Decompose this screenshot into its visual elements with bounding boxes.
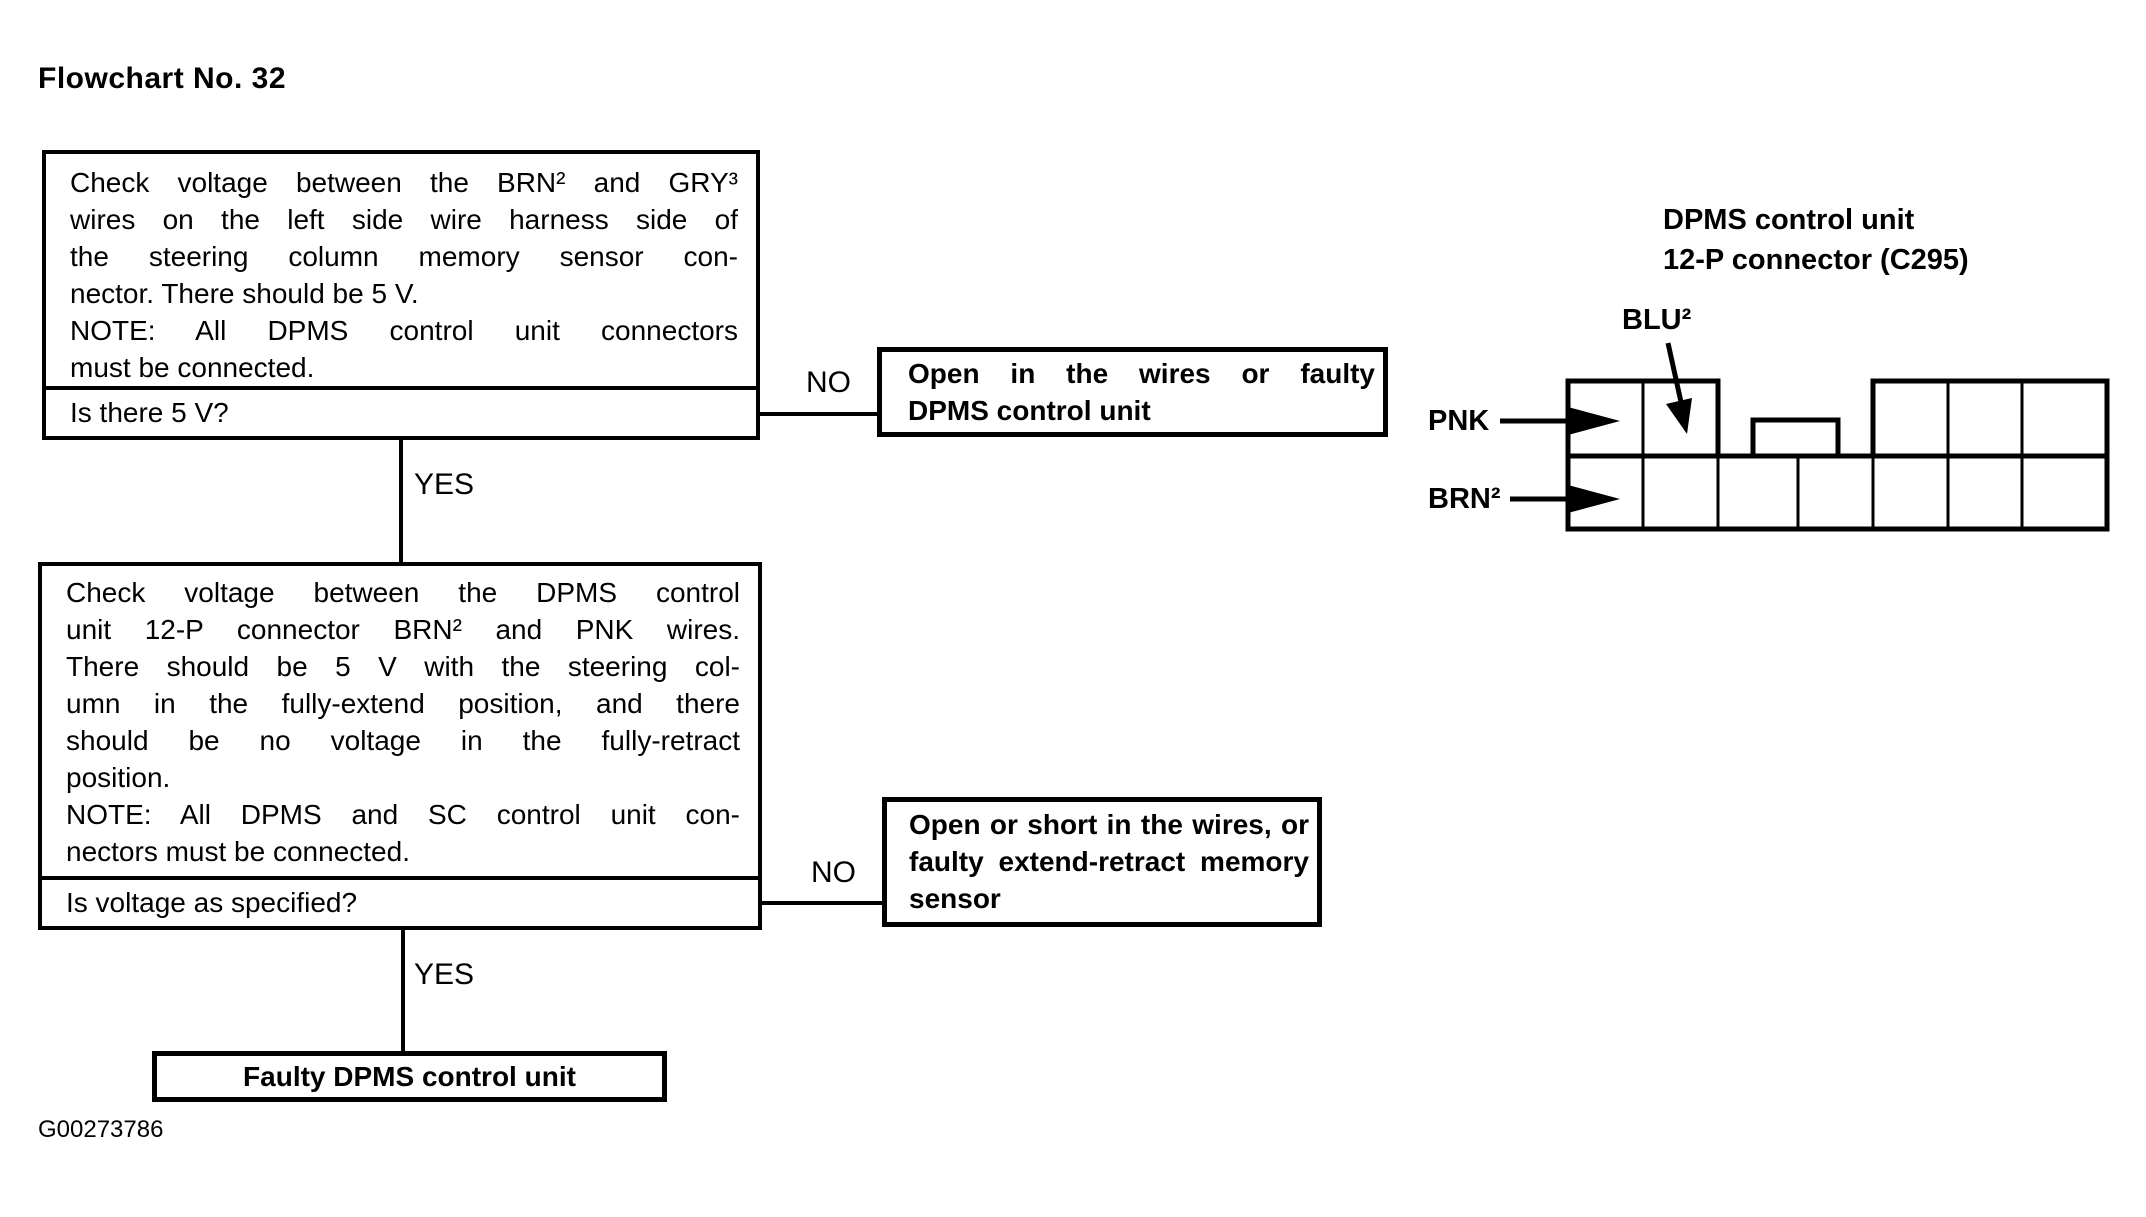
figure-id: G00273786 xyxy=(38,1116,164,1143)
no-label-1: NO xyxy=(806,366,851,399)
decision-box-2-question: Is voltage as specified? xyxy=(42,880,758,926)
question-text: Is there 5 V? xyxy=(70,397,229,428)
yes-branch-line-1 xyxy=(399,440,403,562)
yes-label-1: YES xyxy=(414,468,475,501)
pin-label-pnk: PNK xyxy=(1428,405,1490,437)
final-result-text: Faulty DPMS control unit xyxy=(243,1061,576,1092)
blu-arrow-icon xyxy=(1665,342,1692,434)
decision-box-1-question: Is there 5 V? xyxy=(46,390,756,436)
connector-diagram xyxy=(1500,342,2110,532)
yes-label-2: YES xyxy=(414,958,475,991)
pnk-arrow-icon xyxy=(1500,407,1620,435)
pin-label-brn: BRN² xyxy=(1428,483,1501,515)
no-label-2: NO xyxy=(811,856,856,889)
no-branch-line-2 xyxy=(762,901,882,905)
page-title: Flowchart No. 32 xyxy=(38,62,287,95)
question-text: Is voltage as specified? xyxy=(66,887,358,918)
brn-arrow-icon xyxy=(1510,485,1620,513)
pin-label-blu: BLU² xyxy=(1622,304,1692,336)
result-box-faulty-dpms: Faulty DPMS control unit xyxy=(152,1051,667,1102)
no-branch-line-1 xyxy=(760,412,877,416)
yes-branch-line-2 xyxy=(401,930,405,1051)
